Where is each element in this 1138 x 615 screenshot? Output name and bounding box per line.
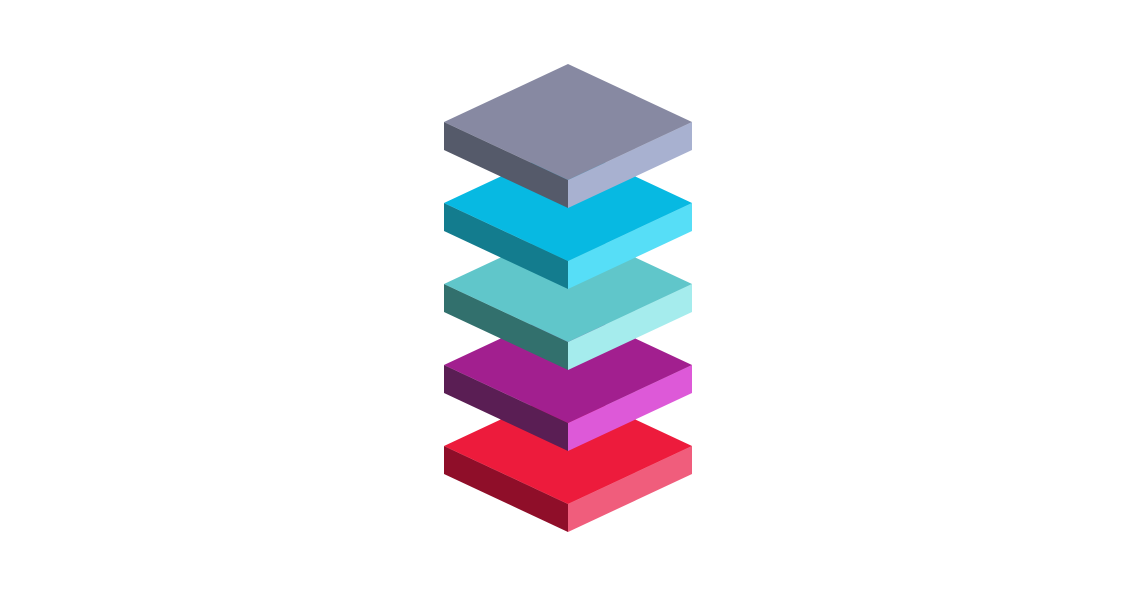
layer-teal-left-face [444,284,568,370]
layer-blue-left-face [444,203,568,289]
layer-blue-right-face [568,203,692,289]
layer-gray-right-face [568,122,692,208]
layer-gray-top-face [444,64,692,180]
layer-red-right-face [568,446,692,532]
layer-gray-left-face [444,122,568,208]
layer-magenta-left-face [444,365,568,451]
layer-gray [444,64,692,208]
layer-red-left-face [444,446,568,532]
layer-magenta-right-face [568,365,692,451]
layer-teal-right-face [568,284,692,370]
